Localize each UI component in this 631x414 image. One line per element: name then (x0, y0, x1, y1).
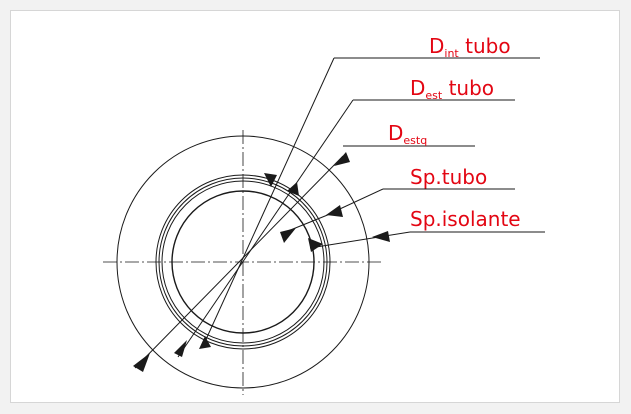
label-dest-tubo: Dest tubo (410, 76, 494, 102)
label-dint-tubo: Dint tubo (429, 34, 511, 60)
arrow-destq-bottom (133, 353, 150, 372)
arrow-dint-bottom (199, 336, 211, 349)
arrow-spisolante-inner (308, 238, 323, 252)
spisolante-dimension-line (309, 231, 411, 249)
label-destq: Destq (388, 121, 427, 147)
arrow-spisolante-outer (372, 231, 390, 242)
arrow-destq-top (334, 152, 350, 166)
arrow-dint-top (264, 173, 277, 187)
arrow-sptubo-outer (326, 205, 343, 217)
arrow-dest-top (287, 182, 299, 196)
arrow-dest-bottom (174, 340, 187, 357)
dest-diameter-line (177, 99, 354, 358)
label-sp-isolante: Sp.isolante (410, 207, 521, 231)
label-sp-tubo: Sp.tubo (410, 165, 487, 189)
destq-diameter-line (134, 155, 344, 369)
dint-diameter-line (202, 57, 335, 347)
diagram-frame (10, 10, 620, 403)
arrow-sptubo-inner (280, 228, 296, 243)
